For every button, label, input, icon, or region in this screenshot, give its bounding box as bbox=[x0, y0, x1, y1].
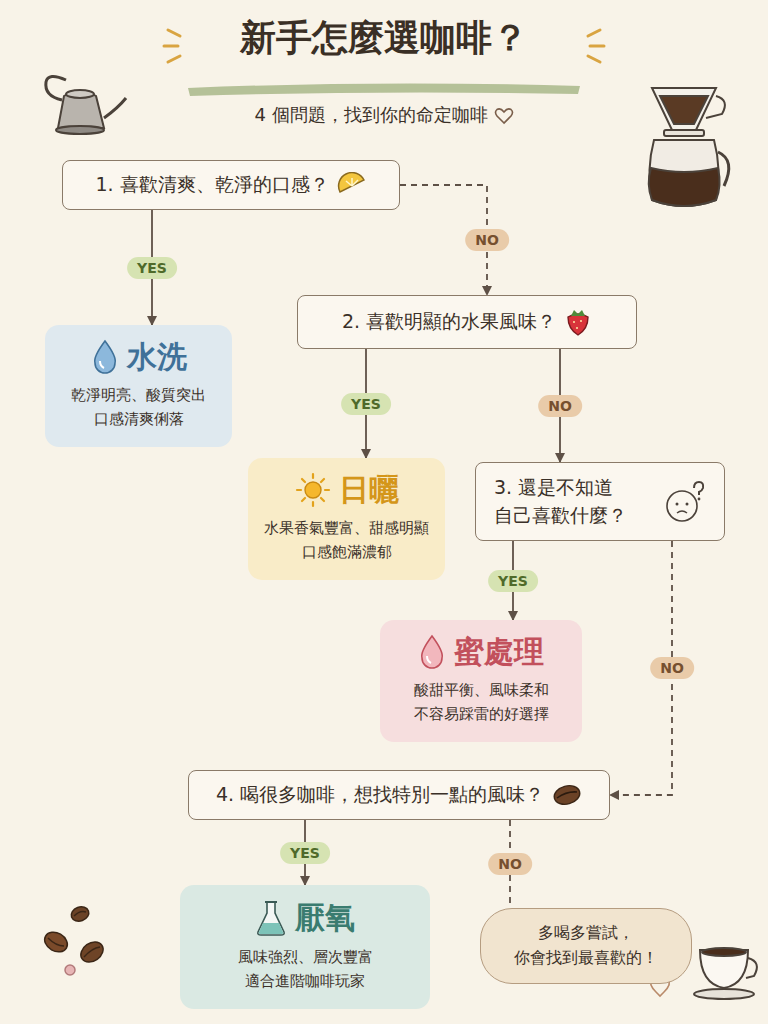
icon bbox=[91, 339, 119, 375]
result-heading-row: 日曬 bbox=[258, 472, 435, 508]
title-underline bbox=[188, 83, 580, 96]
subtitle-row: 4 個問題，找到你的命定咖啡 bbox=[0, 103, 768, 127]
answer-pill: NO bbox=[650, 657, 694, 679]
result-box: 日曬水果香氣豐富、甜感明顯 口感飽滿濃郁 bbox=[248, 458, 445, 580]
result-heading: 日曬 bbox=[339, 472, 399, 508]
question-text: 2. 喜歡明顯的水果風味？ bbox=[342, 309, 556, 335]
subtitle: 4 個問題，找到你的命定咖啡 bbox=[254, 104, 487, 125]
answer-pill: NO bbox=[538, 395, 582, 417]
question-text: 3. 還是不知道 自己喜歡什麼？ bbox=[494, 474, 654, 529]
result-description: 風味強烈、層次豐富 適合進階咖啡玩家 bbox=[190, 945, 420, 993]
kettle-illustration bbox=[46, 76, 126, 134]
speech-bubble: 多喝多嘗試， 你會找到最喜歡的！ bbox=[480, 908, 692, 984]
result-description: 酸甜平衡、風味柔和 不容易踩雷的好選擇 bbox=[390, 678, 572, 726]
question-box: 4. 喝很多咖啡，想找特別一點的風味？ bbox=[188, 770, 610, 820]
title: 新手怎麼選咖啡？ bbox=[0, 14, 768, 63]
icon bbox=[295, 472, 331, 508]
result-box: 水洗乾淨明亮、酸質突出 口感清爽俐落 bbox=[45, 325, 232, 447]
answer-pill: YES bbox=[127, 257, 177, 279]
result-box: 厭氧風味強烈、層次豐富 適合進階咖啡玩家 bbox=[180, 885, 430, 1009]
result-box: 蜜處理酸甜平衡、風味柔和 不容易踩雷的好選擇 bbox=[380, 620, 582, 742]
question-text: 4. 喝很多咖啡，想找特別一點的風味？ bbox=[216, 782, 544, 808]
question-box: 3. 還是不知道 自己喜歡什麼？ bbox=[475, 462, 725, 541]
icon bbox=[494, 107, 514, 125]
result-heading: 水洗 bbox=[127, 339, 187, 375]
result-heading-row: 蜜處理 bbox=[390, 634, 572, 670]
result-heading: 厭氧 bbox=[295, 900, 355, 936]
question-box: 1. 喜歡清爽、乾淨的口感？ bbox=[62, 160, 400, 210]
coffee-beans-illustration bbox=[41, 904, 107, 975]
icon bbox=[418, 634, 446, 670]
result-heading: 蜜處理 bbox=[454, 634, 544, 670]
dripper-illustration bbox=[649, 88, 729, 206]
icon bbox=[662, 480, 706, 524]
result-description: 乾淨明亮、酸質突出 口感清爽俐落 bbox=[55, 383, 222, 431]
coffee-cup-illustration bbox=[694, 948, 757, 999]
bubble-text: 多喝多嘗試， 你會找到最喜歡的！ bbox=[503, 921, 669, 971]
answer-pill: NO bbox=[488, 853, 532, 875]
answer-pill: YES bbox=[488, 570, 538, 592]
icon bbox=[564, 307, 592, 337]
result-heading-row: 厭氧 bbox=[190, 899, 420, 937]
answer-pill: YES bbox=[280, 842, 330, 864]
answer-pill: YES bbox=[341, 393, 391, 415]
answer-pill: NO bbox=[465, 229, 509, 251]
icon bbox=[337, 172, 367, 198]
result-heading-row: 水洗 bbox=[55, 339, 222, 375]
question-text: 1. 喜歡清爽、乾淨的口感？ bbox=[95, 172, 328, 198]
result-description: 水果香氣豐富、甜感明顯 口感飽滿濃郁 bbox=[258, 516, 435, 564]
icon bbox=[255, 899, 287, 937]
icon bbox=[552, 783, 582, 807]
question-box: 2. 喜歡明顯的水果風味？ bbox=[297, 295, 637, 349]
